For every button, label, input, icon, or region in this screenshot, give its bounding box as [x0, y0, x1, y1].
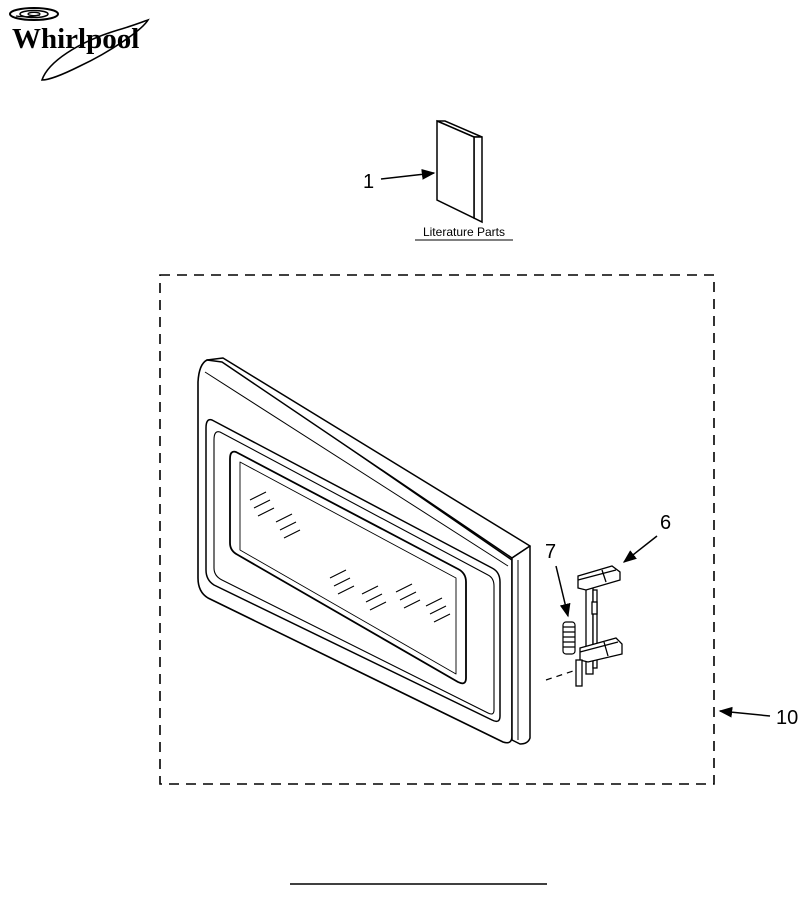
callout-6: 6 [624, 512, 671, 562]
latch-assembly [576, 566, 622, 686]
callout-arrow-1 [381, 173, 434, 179]
literature-parts-label: Literature Parts [423, 225, 505, 239]
callout-number-10: 10 [776, 707, 798, 729]
callout-arrow-6 [624, 536, 657, 562]
brand-logo-text: Whirlpool [12, 23, 139, 55]
literature-booklet [437, 121, 482, 222]
callout-7: 7 [545, 541, 568, 616]
callout-number-1: 1 [363, 171, 374, 193]
callout-1: 1 [363, 171, 434, 193]
whirlpool-swirl-icon [10, 8, 58, 20]
callout-arrow-10 [720, 711, 770, 716]
callout-number-7: 7 [545, 541, 556, 563]
callout-number-6: 6 [660, 512, 671, 534]
latch-alignment-line [546, 670, 576, 680]
latch-spring [563, 622, 575, 654]
door-side-face [512, 546, 530, 744]
callout-10: 10 [720, 707, 798, 729]
brand-logo: Whirlpool [10, 8, 148, 80]
microwave-door [198, 358, 530, 744]
callout-arrow-7 [556, 566, 568, 616]
